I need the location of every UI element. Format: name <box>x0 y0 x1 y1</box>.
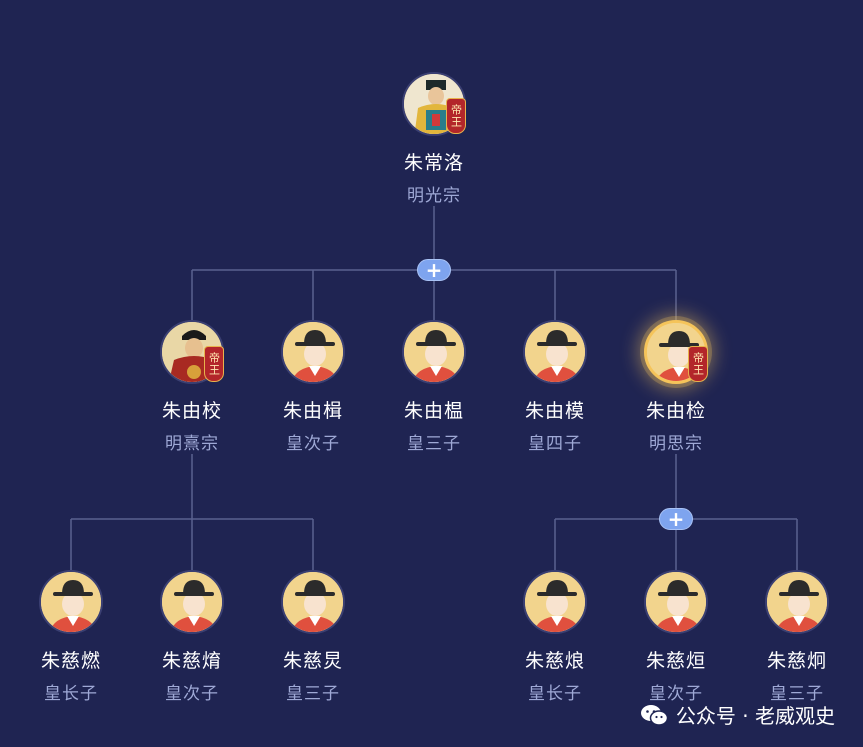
person-title: 皇长子 <box>44 684 98 704</box>
person-title: 皇次子 <box>286 434 340 454</box>
person-name: 朱由模 <box>524 400 585 422</box>
person-title: 明熹宗 <box>165 434 219 454</box>
emperor-badge: 帝王 <box>204 346 224 382</box>
avatar-wrapper: 帝王 <box>402 72 466 136</box>
prince-avatar <box>402 320 466 384</box>
person-name: 朱慈烜 <box>645 650 706 672</box>
prince-avatar <box>281 320 345 384</box>
emperor-badge: 帝王 <box>446 98 466 134</box>
person-node[interactable]: 朱由榅皇三子 <box>374 320 494 454</box>
expand-button[interactable]: + <box>659 508 693 530</box>
prince-avatar <box>281 570 345 634</box>
person-name: 朱由检 <box>645 400 706 422</box>
person-node[interactable]: 朱慈烺皇长子 <box>495 570 615 704</box>
expand-button[interactable]: + <box>417 259 451 281</box>
watermark: 公众号 · 老威观史 <box>640 700 835 729</box>
prince-avatar <box>644 570 708 634</box>
person-title: 明光宗 <box>407 186 461 206</box>
person-title: 皇三子 <box>407 434 461 454</box>
avatar-wrapper <box>644 570 708 634</box>
prince-avatar <box>523 570 587 634</box>
avatar-wrapper <box>402 320 466 384</box>
person-title: 皇长子 <box>528 684 582 704</box>
avatar-wrapper <box>281 320 345 384</box>
avatar-wrapper <box>39 570 103 634</box>
person-node[interactable]: 帝王朱由检明思宗 <box>616 320 736 454</box>
wechat-icon <box>640 704 668 726</box>
person-name: 朱由校 <box>161 400 222 422</box>
person-name: 朱慈烺 <box>524 650 585 672</box>
person-title: 明思宗 <box>649 434 703 454</box>
person-title: 皇三子 <box>770 684 824 704</box>
emperor-badge: 帝王 <box>688 346 708 382</box>
avatar-wrapper <box>160 570 224 634</box>
watermark-text: 公众号 · 老威观史 <box>675 704 835 728</box>
prince-avatar <box>160 570 224 634</box>
avatar-wrapper: 帝王 <box>160 320 224 384</box>
person-name: 朱慈炅 <box>282 650 343 672</box>
avatar-wrapper <box>523 320 587 384</box>
person-node[interactable]: 朱由模皇四子 <box>495 320 615 454</box>
prince-avatar <box>765 570 829 634</box>
person-node[interactable]: 朱慈烜皇次子 <box>616 570 736 704</box>
person-node[interactable]: 朱由楫皇次子 <box>253 320 373 454</box>
person-node[interactable]: 帝王朱常洛明光宗 <box>374 72 494 206</box>
person-node[interactable]: 朱慈炅皇三子 <box>253 570 373 704</box>
avatar-wrapper <box>281 570 345 634</box>
person-node[interactable]: 帝王朱由校明熹宗 <box>132 320 252 454</box>
avatar-wrapper: 帝王 <box>644 320 708 384</box>
person-node[interactable]: 朱慈炯皇三子 <box>737 570 857 704</box>
avatar-wrapper <box>765 570 829 634</box>
person-name: 朱慈炯 <box>766 650 827 672</box>
person-title: 皇次子 <box>649 684 703 704</box>
person-node[interactable]: 朱慈燃皇长子 <box>11 570 131 704</box>
person-name: 朱慈燃 <box>40 650 101 672</box>
person-title: 皇三子 <box>286 684 340 704</box>
person-title: 皇次子 <box>165 684 219 704</box>
person-name: 朱慈焴 <box>161 650 222 672</box>
person-name: 朱由榅 <box>403 400 464 422</box>
person-node[interactable]: 朱慈焴皇次子 <box>132 570 252 704</box>
prince-avatar <box>39 570 103 634</box>
avatar-wrapper <box>523 570 587 634</box>
prince-avatar <box>523 320 587 384</box>
person-name: 朱常洛 <box>403 152 464 174</box>
person-name: 朱由楫 <box>282 400 343 422</box>
person-title: 皇四子 <box>528 434 582 454</box>
